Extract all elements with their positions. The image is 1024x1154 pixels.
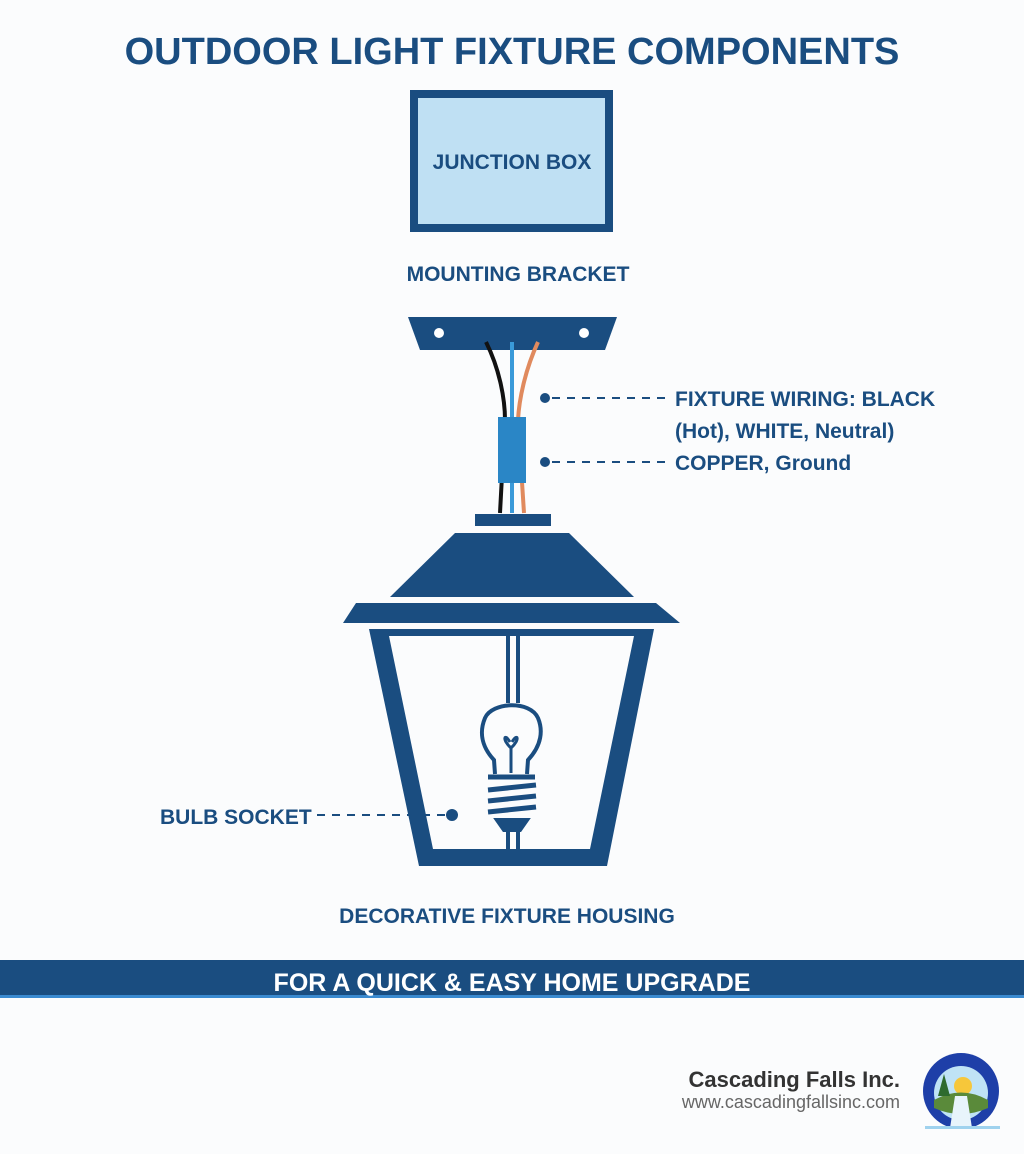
company-url[interactable]: www.cascadingfallsinc.com [681, 1092, 900, 1112]
canopy-plate [475, 514, 551, 526]
banner-text: FOR A QUICK & EASY HOME UPGRADE [274, 969, 751, 997]
banner-underline [0, 995, 1024, 998]
wiring-label-line2: (Hot), WHITE, Neutral) [675, 420, 894, 443]
diagram-title: OUTDOOR LIGHT FIXTURE COMPONENTS [125, 31, 900, 73]
wire-connector [498, 417, 526, 483]
bulb-socket-label: BULB SOCKET [160, 806, 312, 829]
company-name: Cascading Falls Inc. [688, 1067, 900, 1092]
bulb-socket-callout [317, 809, 458, 821]
banner [0, 960, 1024, 997]
housing-label: DECORATIVE FIXTURE HOUSING [339, 905, 675, 928]
mounting-bracket [408, 317, 617, 350]
lantern-housing [343, 533, 680, 866]
junction-box [410, 90, 613, 232]
wiring-callout [540, 393, 666, 467]
bulb-icon [479, 636, 543, 849]
junction-box-label: JUNCTION BOX [433, 151, 592, 174]
mounting-bracket-label: MOUNTING BRACKET [407, 263, 630, 286]
wiring-label-line3: COPPER, Ground [675, 452, 851, 475]
wiring-label-line1: FIXTURE WIRING: BLACK [675, 388, 935, 411]
company-logo [923, 1053, 1000, 1129]
